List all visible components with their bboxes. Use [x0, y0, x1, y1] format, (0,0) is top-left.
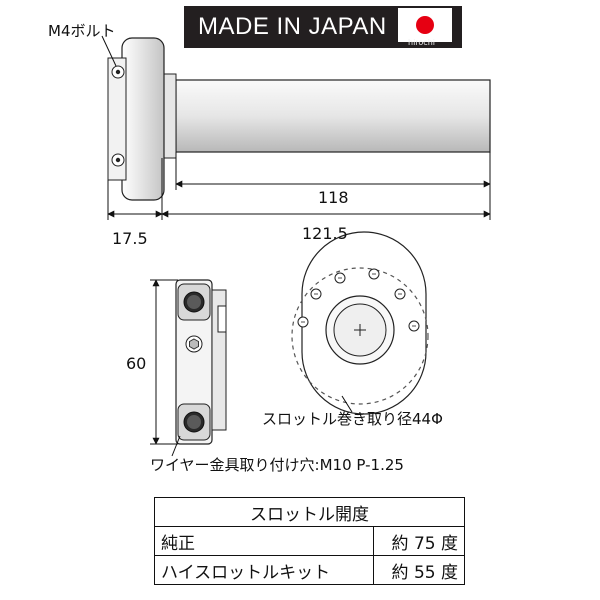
- throttle-opening-table: スロットル開度 純正 約 75 度 ハイスロットルキット 約 55 度: [154, 497, 465, 585]
- badge-text: MADE IN JAPAN: [198, 13, 387, 40]
- flag-sun: [416, 16, 434, 34]
- row-value: 約 55 度: [373, 555, 465, 585]
- height-60-label: 60: [126, 354, 147, 373]
- wind-diameter-circle: [291, 267, 429, 405]
- table-row: 純正 約 75 度: [154, 526, 465, 556]
- japan-flag-icon: [398, 8, 452, 42]
- table-title: スロットル開度: [154, 497, 465, 527]
- table-header-row: スロットル開度: [154, 497, 465, 527]
- watermark: hirochi: [408, 38, 435, 47]
- table-row: ハイスロットルキット 約 55 度: [154, 555, 465, 585]
- housing-clamp: [107, 57, 127, 181]
- wire-mount-label: ワイヤー金具取り付け穴:M10 P-1.25: [150, 456, 404, 474]
- throttle-side-view: [101, 35, 491, 201]
- length-118-label: 118: [318, 188, 349, 207]
- housing-front-view: [175, 279, 227, 445]
- wind-diameter-label: スロットル巻き取り径44Φ: [262, 410, 443, 428]
- dimension-lines-front: [150, 279, 178, 445]
- pulley-view: [171, 231, 429, 457]
- row-name: ハイスロットルキット: [154, 555, 374, 585]
- bolt-leader-line: [101, 35, 117, 67]
- dimension-lines-top: [107, 152, 491, 220]
- row-value: 約 75 度: [373, 526, 465, 556]
- wire-leader-line: [171, 435, 181, 457]
- throttle-tube: [175, 79, 491, 153]
- bolt-label: M4ボルト: [48, 22, 116, 40]
- pulley-bolt-hole-marks: [301, 273, 416, 327]
- wind-leader-line: [341, 395, 353, 413]
- dim-121-5-label: 121.5: [302, 224, 348, 243]
- throttle-housing: [121, 37, 165, 201]
- dim-17-5-label: 17.5: [112, 229, 148, 248]
- row-name: 純正: [154, 526, 374, 556]
